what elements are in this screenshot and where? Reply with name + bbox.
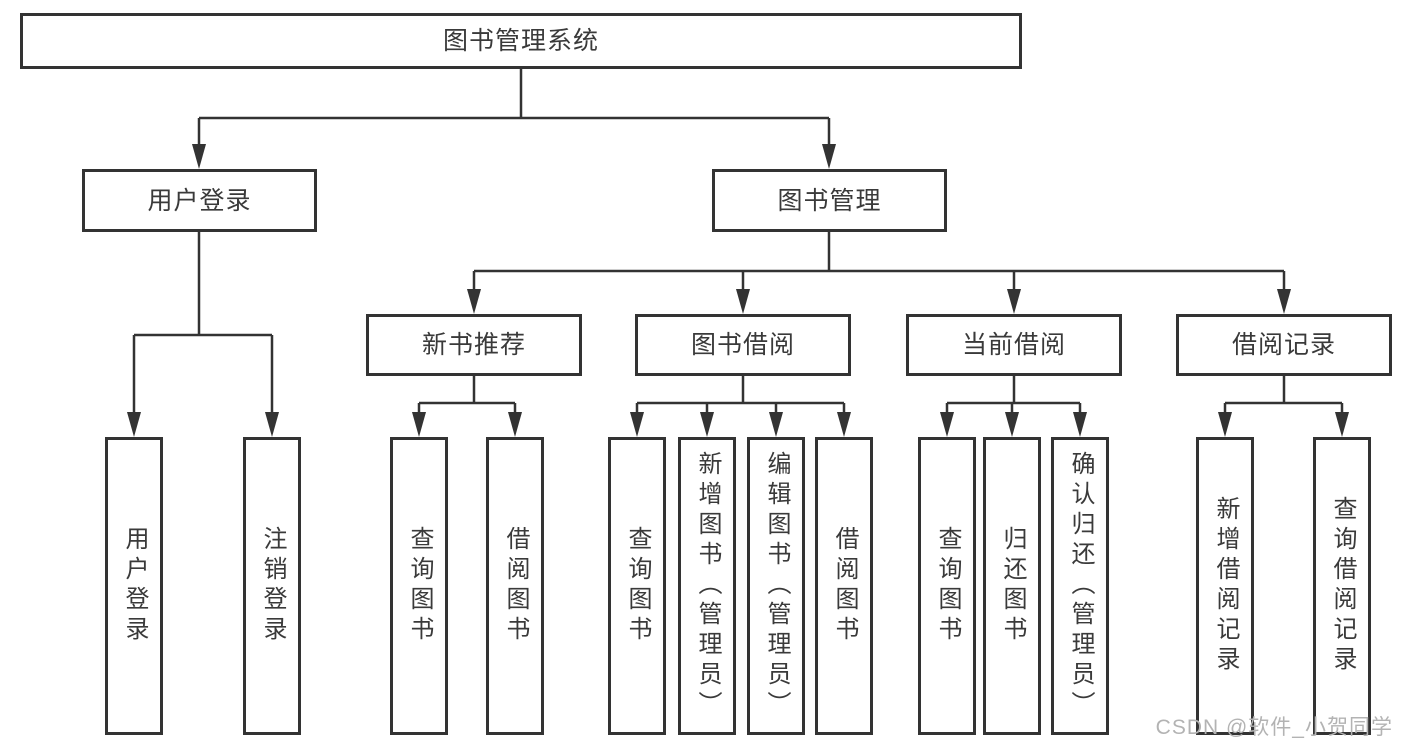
leaf-borrowing-edit-books-admin: 编辑图书（管理员） [747,437,805,735]
arrowhead [769,412,783,437]
node-user-login: 用户登录 [82,169,317,232]
arrowhead [1005,412,1019,437]
arrowhead [630,412,644,437]
edge-current-borrowing-to-leaves [940,376,1087,437]
arrowhead [1218,412,1232,437]
arrowhead [940,412,954,437]
leaf-user-login: 用户登录 [105,437,163,735]
arrowhead [127,412,141,437]
arrowhead [412,412,426,437]
arrowhead [508,412,522,437]
node-book-borrowing: 图书借阅 [635,314,851,376]
leaf-borrowing-borrow-books: 借阅图书 [815,437,873,735]
leaf-recommend-borrow-books: 借阅图书 [486,437,544,735]
leaf-current-query-books: 查询图书 [918,437,976,735]
watermark: CSDN @软件_小贺同学 [1155,716,1393,739]
leaf-current-confirm-return-admin: 确认归还（管理员） [1051,437,1109,735]
edge-user-login-to-leaves [127,232,279,437]
edge-borrow-records-to-leaves [1218,376,1349,437]
edge-root-to-level2 [192,69,836,169]
arrowhead [736,289,750,314]
arrowhead [822,144,836,169]
arrowhead [1007,289,1021,314]
edge-book-management-to-level3 [467,232,1291,314]
leaf-current-return-books: 归还图书 [983,437,1041,735]
leaf-records-query-record: 查询借阅记录 [1313,437,1371,735]
arrowhead [1277,289,1291,314]
arrowhead [1335,412,1349,437]
node-library-system: 图书管理系统 [20,13,1022,69]
leaf-recommend-query-books: 查询图书 [390,437,448,735]
arrowhead [700,412,714,437]
arrowhead [837,412,851,437]
node-borrow-records: 借阅记录 [1176,314,1392,376]
node-book-management: 图书管理 [712,169,947,232]
edge-book-borrowing-to-leaves [630,376,851,437]
leaf-borrowing-query-books: 查询图书 [608,437,666,735]
edge-new-book-recommend-to-leaves [412,376,522,437]
leaf-records-add-record: 新增借阅记录 [1196,437,1254,735]
node-new-book-recommend: 新书推荐 [366,314,582,376]
arrowhead [1073,412,1087,437]
arrowhead [467,289,481,314]
leaf-logout: 注销登录 [243,437,301,735]
arrowhead [192,144,206,169]
leaf-borrowing-add-books-admin: 新增图书（管理员） [678,437,736,735]
node-current-borrowing: 当前借阅 [906,314,1122,376]
arrowhead [265,412,279,437]
